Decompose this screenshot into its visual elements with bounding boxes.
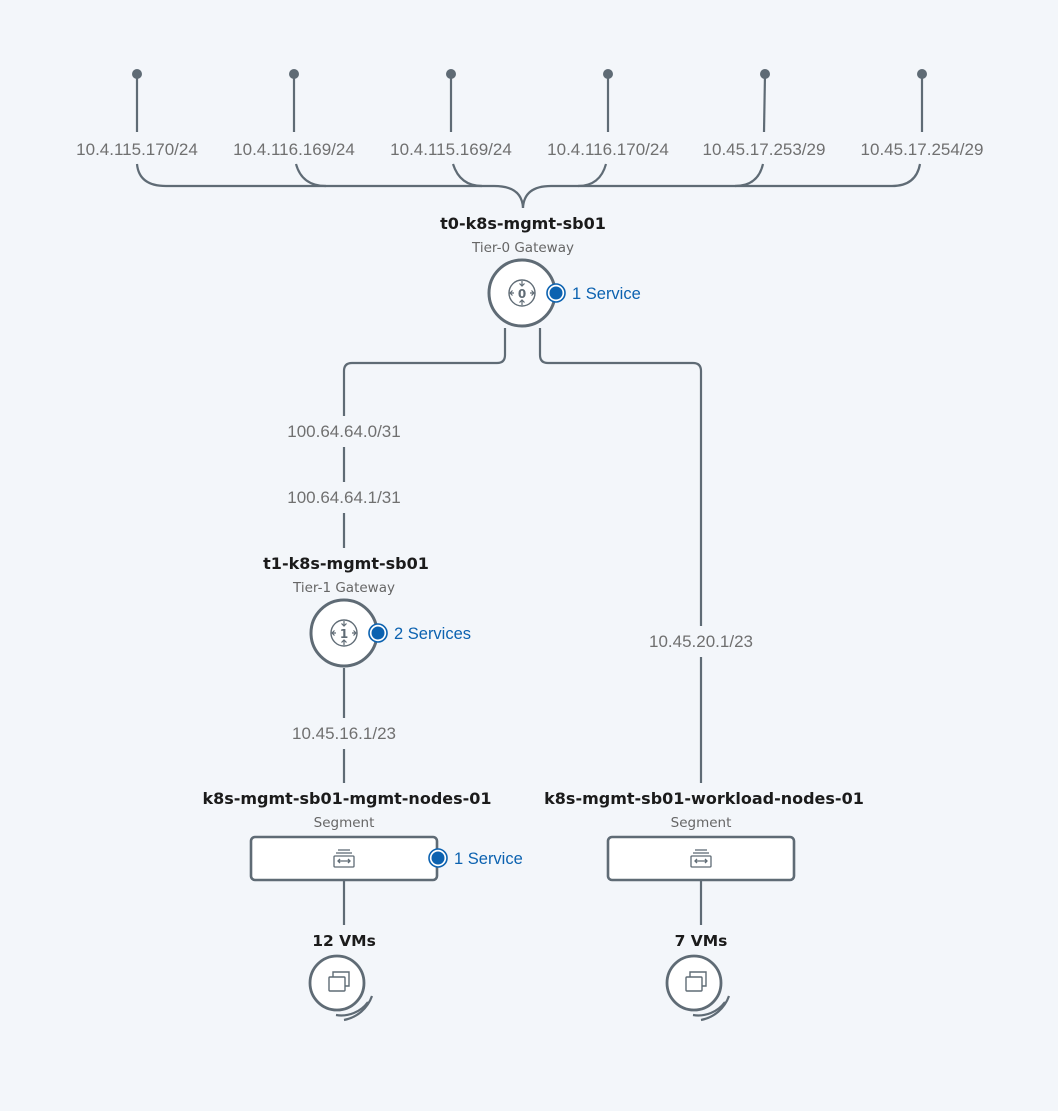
segment-mgmt-services-label: 1 Service bbox=[454, 850, 523, 868]
uplink-ip-label: 10.4.116.170/24 bbox=[547, 140, 669, 159]
uplink-1[interactable]: 10.4.115.170/24 bbox=[76, 69, 525, 209]
vms-mgmt-group[interactable]: 12 VMs bbox=[308, 881, 376, 1022]
t1-mgmt-link: 10.45.16.1/23 bbox=[292, 668, 396, 783]
segment-icon bbox=[333, 849, 355, 868]
segment-node[interactable] bbox=[249, 835, 439, 882]
svg-text:1: 1 bbox=[340, 627, 348, 641]
tier1-services-badge[interactable]: 2 Services bbox=[368, 623, 471, 643]
segment-name: k8s-mgmt-sb01-mgmt-nodes-01 bbox=[202, 789, 491, 808]
tier1-router-icon: 1 bbox=[330, 619, 358, 647]
t0-t1-link: 100.64.64.0/31 100.64.64.1/31 bbox=[287, 328, 507, 548]
uplink-ip-label: 10.4.116.169/24 bbox=[233, 140, 355, 159]
tier0-services-label: 1 Service bbox=[572, 285, 641, 303]
uplink-2[interactable]: 10.4.116.169/24 bbox=[233, 69, 355, 188]
workload-link-ip: 10.45.20.1/23 bbox=[649, 632, 753, 651]
segment-type: Segment bbox=[671, 815, 732, 831]
tier0-router-icon: 0 bbox=[508, 279, 536, 307]
uplink-5[interactable]: 10.45.17.253/29 bbox=[703, 69, 826, 188]
tier1-gateway[interactable]: t1-k8s-mgmt-sb01 Tier-1 Gateway 1 bbox=[263, 554, 429, 668]
uplink-3[interactable]: 10.4.115.169/24 bbox=[390, 69, 512, 188]
segment-mgmt-nodes[interactable]: k8s-mgmt-sb01-mgmt-nodes-01 Segment bbox=[202, 789, 492, 882]
tier0-gateway[interactable]: t0-k8s-mgmt-sb01 Tier-0 Gateway 0 bbox=[440, 214, 606, 328]
uplink-ip-label: 10.4.115.170/24 bbox=[76, 140, 198, 159]
tier1-services-label: 2 Services bbox=[394, 625, 471, 643]
t1-link-ip: 100.64.64.1/31 bbox=[287, 488, 400, 507]
segment-icon bbox=[690, 849, 712, 868]
segment-workload-nodes[interactable]: k8s-mgmt-sb01-workload-nodes-01 Segment bbox=[544, 789, 864, 882]
segment-node[interactable] bbox=[606, 835, 796, 882]
vm-stack-icon bbox=[665, 954, 731, 1022]
t0-workload-link: 10.45.20.1/23 bbox=[538, 328, 753, 783]
uplink-6[interactable]: 10.45.17.254/29 bbox=[521, 69, 984, 209]
tier1-type: Tier-1 Gateway bbox=[292, 580, 395, 596]
segment-mgmt-services-badge[interactable]: 1 Service bbox=[428, 848, 523, 868]
tier0-name: t0-k8s-mgmt-sb01 bbox=[440, 214, 606, 233]
uplinks: 10.4.115.170/24 10.4.116.169/24 10.4.115… bbox=[76, 69, 984, 209]
vm-stack-icon bbox=[308, 954, 374, 1022]
tier1-name: t1-k8s-mgmt-sb01 bbox=[263, 554, 429, 573]
tier0-type: Tier-0 Gateway bbox=[471, 240, 574, 256]
uplink-ip-label: 10.45.17.254/29 bbox=[861, 140, 984, 159]
vm-count: 12 VMs bbox=[312, 932, 376, 950]
uplink-ip-label: 10.4.115.169/24 bbox=[390, 140, 512, 159]
tier0-services-badge[interactable]: 1 Service bbox=[546, 283, 641, 303]
t0-link-ip: 100.64.64.0/31 bbox=[287, 422, 400, 441]
uplink-4[interactable]: 10.4.116.170/24 bbox=[547, 69, 669, 188]
svg-text:0: 0 bbox=[518, 287, 526, 301]
uplink-ip-label: 10.45.17.253/29 bbox=[703, 140, 826, 159]
vms-workload-group[interactable]: 7 VMs bbox=[665, 881, 731, 1022]
segment-type: Segment bbox=[314, 815, 375, 831]
vm-count: 7 VMs bbox=[675, 932, 728, 950]
segment-name: k8s-mgmt-sb01-workload-nodes-01 bbox=[544, 789, 864, 808]
mgmt-link-ip: 10.45.16.1/23 bbox=[292, 724, 396, 743]
